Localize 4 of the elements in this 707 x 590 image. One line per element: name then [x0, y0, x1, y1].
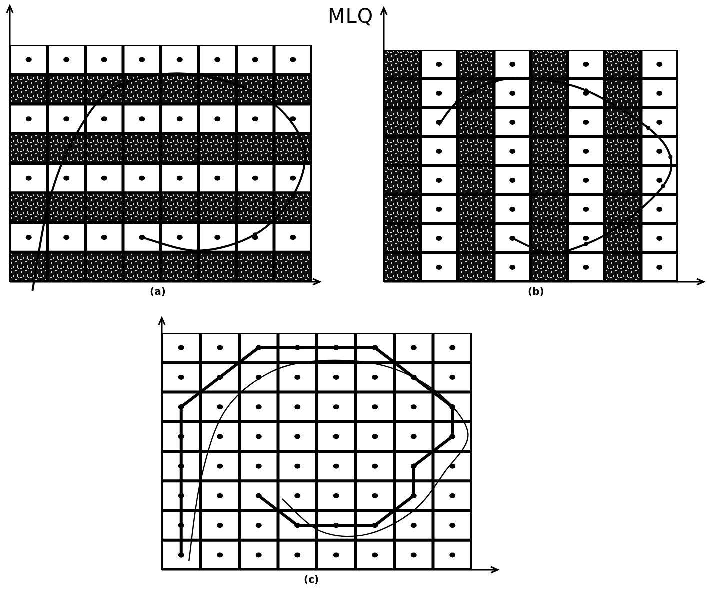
panel-label: (c) — [304, 576, 320, 586]
panel-label: (b) — [528, 288, 544, 298]
panel-label: (a) — [150, 288, 166, 298]
figure-title: MLQ — [328, 6, 374, 26]
